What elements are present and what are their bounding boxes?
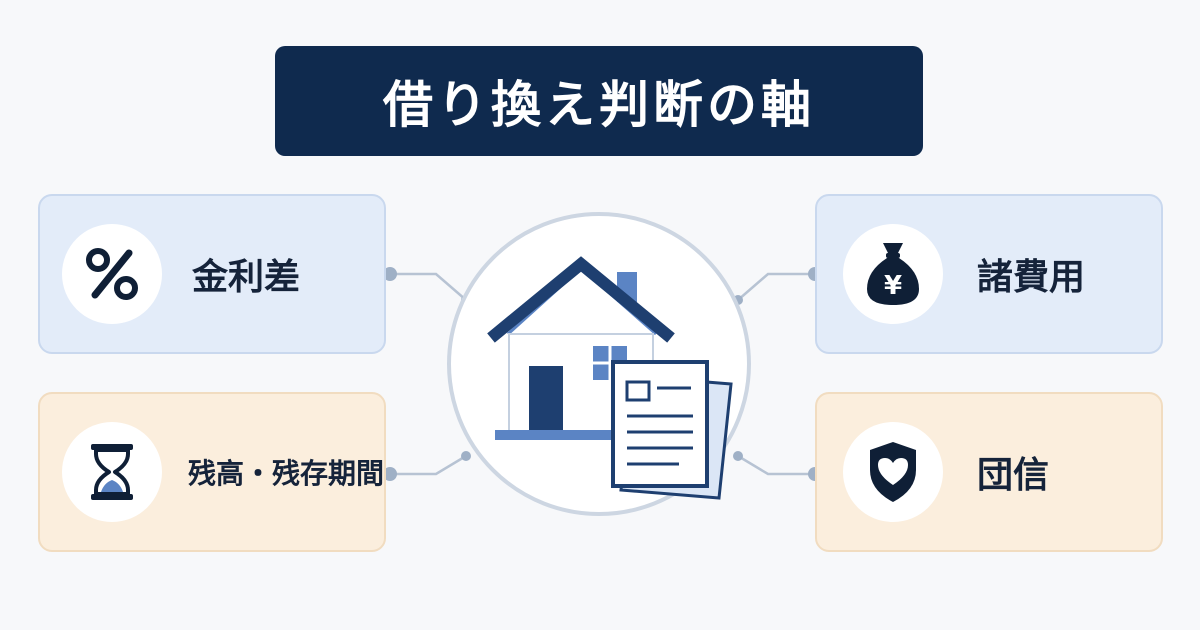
connector-fees (737, 272, 815, 301)
card-balance-term: 残高・残存期間 (38, 392, 386, 552)
percent-icon (86, 248, 138, 300)
connector-dot (461, 451, 471, 461)
connector-dot (383, 267, 397, 281)
money-bag-icon-circle: ¥ (843, 224, 943, 324)
connector-balance-term (390, 454, 467, 476)
connector-group-insurance (737, 454, 815, 476)
connector-rate-diff (390, 272, 467, 301)
card-label: 諸費用 (977, 257, 1086, 298)
percent-icon-circle (62, 224, 162, 324)
shield-heart-icon (870, 442, 916, 502)
svg-text:¥: ¥ (884, 271, 902, 301)
card-rate-difference: 金利差 (38, 194, 386, 354)
center-circle (447, 212, 751, 516)
page-title: 借り換え判断の軸 (383, 76, 815, 134)
shield-icon-circle (843, 422, 943, 522)
title-banner: 借り換え判断の軸 (275, 46, 923, 156)
hourglass-icon-circle (62, 422, 162, 522)
card-group-insurance: 団信 (815, 392, 1163, 552)
connector-dot (383, 467, 397, 481)
connector-dot (733, 451, 743, 461)
money-bag-yen-icon: ¥ (867, 243, 919, 305)
card-label: 団信 (977, 455, 1050, 496)
house-with-document-icon (487, 256, 733, 500)
card-label: 金利差 (192, 257, 301, 298)
card-fees: ¥ 諸費用 (815, 194, 1163, 354)
hourglass-icon (91, 444, 133, 500)
card-label: 残高・残存期間 (188, 457, 385, 490)
